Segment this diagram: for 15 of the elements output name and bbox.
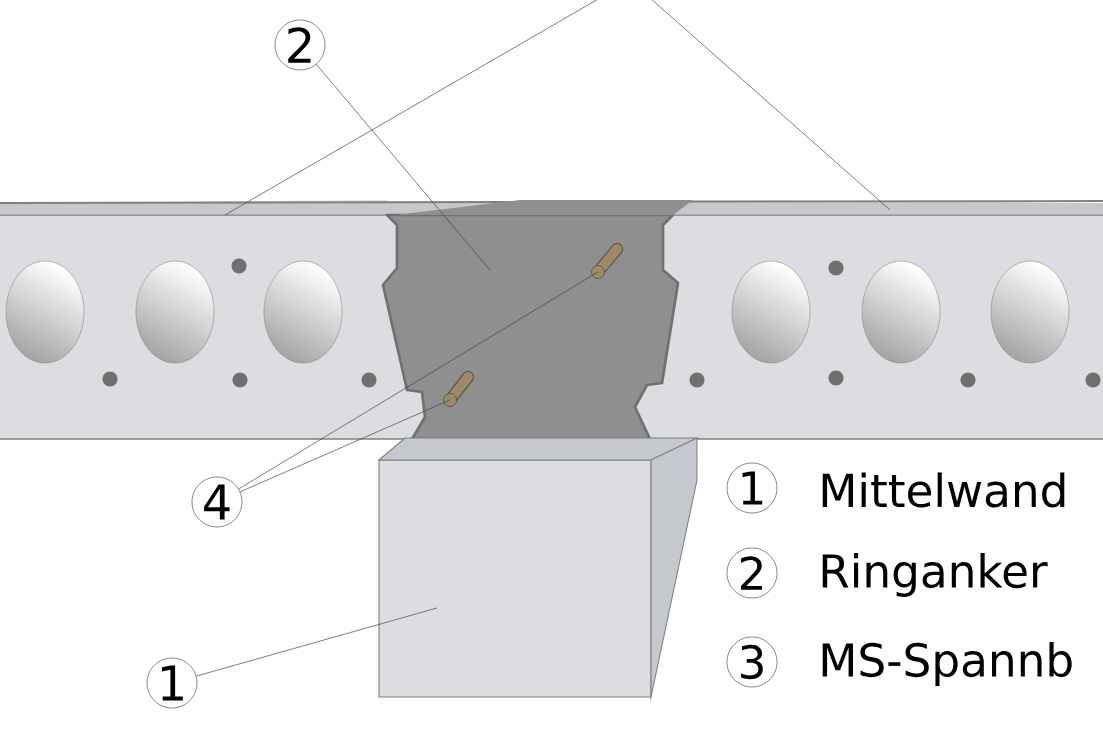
- leader-line: [196, 607, 438, 677]
- callout-number: 4: [191, 476, 243, 528]
- callout-number: 1: [146, 657, 198, 709]
- leader-line: [238, 271, 599, 490]
- callout-number: 2: [726, 547, 778, 599]
- callout-number: 3: [726, 636, 778, 688]
- legend-text: MS-Spannb: [822, 642, 1072, 686]
- dowel: [443, 371, 474, 407]
- callout-number: 2: [274, 19, 326, 71]
- callout-number: 1: [726, 462, 778, 514]
- legend-text: Ringanker: [822, 553, 1048, 597]
- leader-line: [239, 399, 451, 493]
- dowel: [591, 243, 623, 279]
- legend-text: Mittelwand: [822, 472, 1065, 508]
- leader-line: [316, 64, 491, 271]
